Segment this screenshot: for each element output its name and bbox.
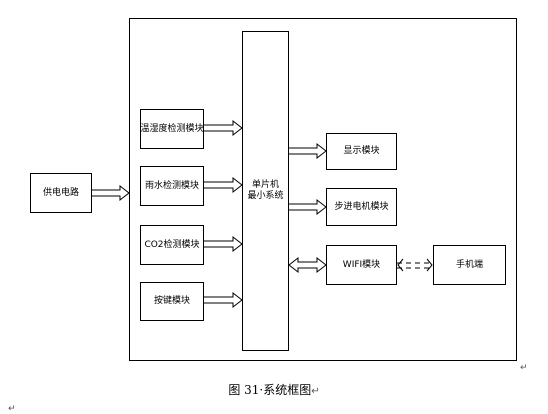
mcu-label-line1: 单片机: [251, 180, 279, 190]
paragraph-mark: ↵: [520, 363, 528, 373]
wifi-module-box: WIFI模块: [326, 245, 397, 285]
mcu-label-line2: 最小系统: [247, 191, 284, 201]
phone-box: 手机端: [433, 245, 506, 285]
caption-text: 图 31·系统框图: [228, 383, 312, 397]
temp-humidity-module-box: 温湿度检测模块: [140, 109, 204, 149]
figure-caption: 图 31·系统框图↵: [0, 381, 548, 398]
key-module-box: 按键模块: [140, 282, 204, 321]
bottom-paragraph-mark: ↵: [8, 404, 16, 414]
arrow-power-to-system: [92, 184, 130, 202]
co2-module-box: CO2检测模块: [140, 225, 204, 265]
stepper-motor-module-box: 步进电机模块: [326, 188, 397, 226]
rain-module-box: 雨水检测模块: [140, 166, 204, 206]
power-circuit-box: 供电电路: [30, 173, 92, 213]
caption-paragraph-mark: ↵: [311, 386, 320, 397]
mcu-minimum-system-box: 单片机 最小系统: [242, 31, 289, 351]
display-module-box: 显示模块: [326, 133, 397, 170]
